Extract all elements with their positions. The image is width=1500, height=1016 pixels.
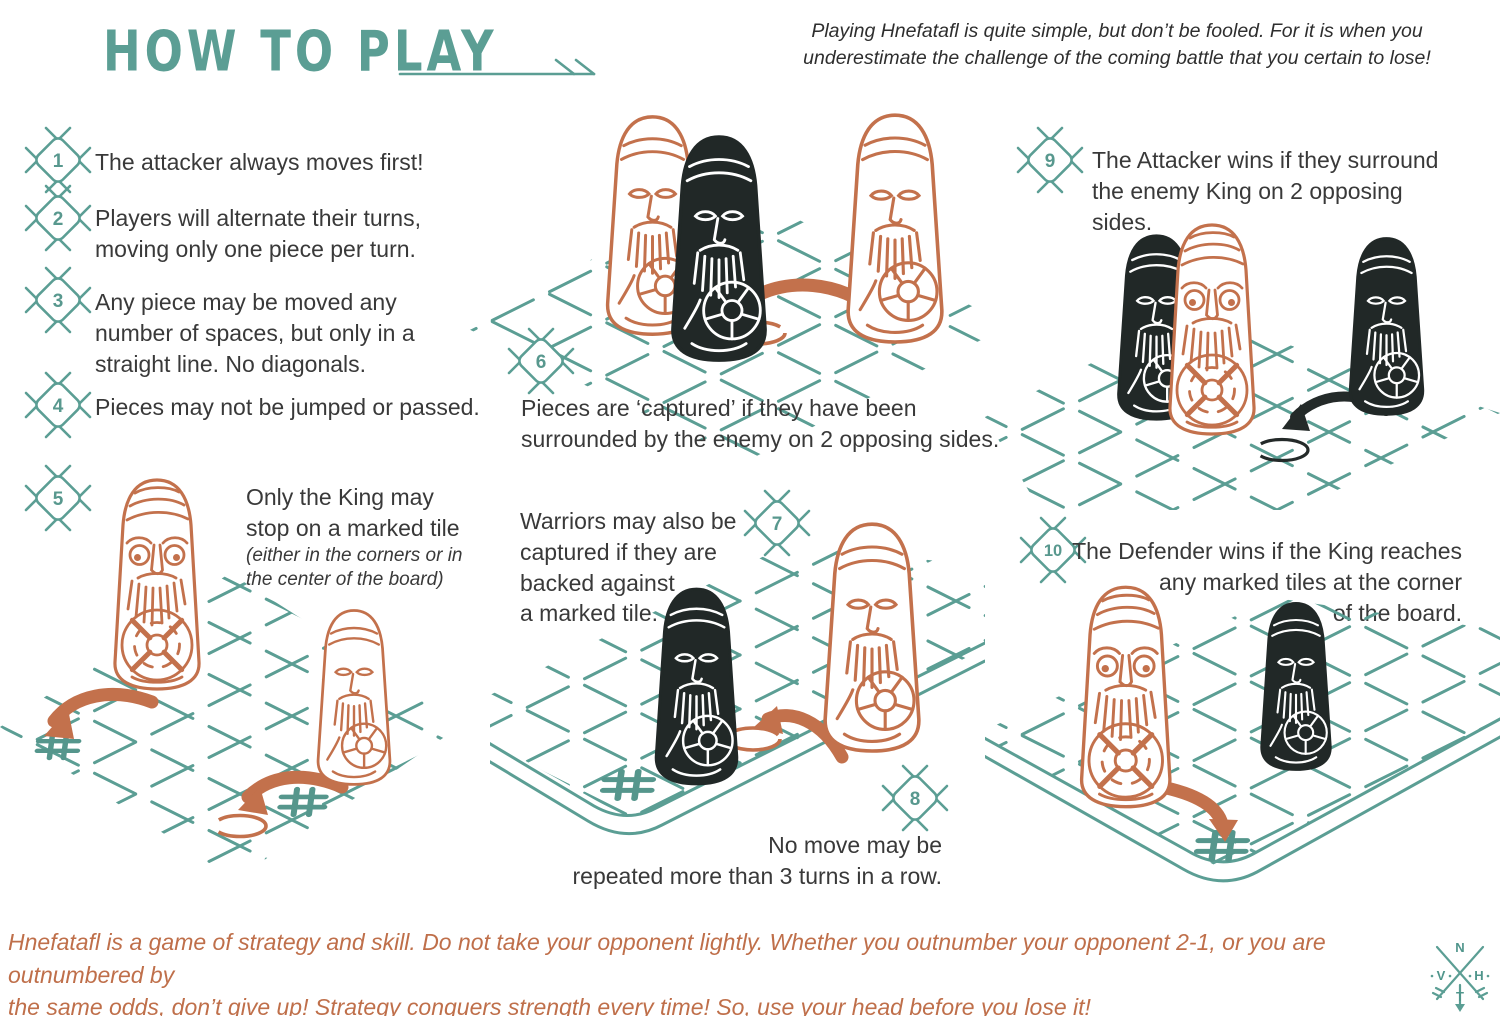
rule-text-8: No move may be repeated more than 3 turn… [572,832,943,889]
rule-text-5: Only the King may stop on a marked tile [246,484,460,541]
rule-text-10: The Defender wins if the King reaches an… [1072,538,1462,626]
king-piece-icon [115,480,199,689]
illustration-rule-5 [0,455,465,880]
landing-spot [212,813,268,839]
move-arrow-icon [754,706,849,764]
rule-note-5: (either in the corners or in the center … [246,545,463,591]
title-underline-arrow-icon [398,58,596,76]
svg-text:9: 9 [1045,151,1056,172]
board-edge [490,641,985,818]
intro-text: Playing Hnefatafl is quite simple, but d… [803,20,1431,69]
warrior-piece-icon [1348,237,1425,416]
rule-badge-3: 3 [24,266,92,334]
board-edge [985,717,1500,864]
rule-text-3: Any piece may be moved any number of spa… [95,289,415,377]
svg-text:7: 7 [772,514,783,535]
marked-tile-icon [279,789,326,815]
rule-text-6: Pieces are ‘captured’ if they have been … [521,395,1000,452]
warrior-piece-icon [1260,601,1332,771]
svg-text:4: 4 [53,396,64,417]
rule-badge-9: 9 [1016,126,1084,194]
logo-letter-n: N [1455,940,1464,955]
warrior-piece-icon [823,522,921,753]
warrior-piece-icon [671,135,767,362]
logo-letter-h: H [1474,968,1483,983]
rule-text-4: Pieces may not be jumped or passed. [95,394,480,420]
svg-text:1: 1 [53,151,64,172]
rule-text-1: The attacker always moves first! [95,149,424,175]
rule-badge-10: 10 [1019,516,1087,584]
svg-text:2: 2 [53,209,64,230]
rule-badge-6: 6 [507,327,575,395]
rule-badge-8: 8 [881,764,949,832]
svg-text:5: 5 [53,489,64,510]
move-arrow-icon [44,688,159,739]
king-piece-icon [1082,587,1170,806]
logo-letter-t: T [1456,989,1464,1004]
rule-badge-2: 2 [24,184,92,252]
rule-badge-1: 1 [24,126,92,194]
warrior-piece-icon [654,587,739,786]
warrior-piece-icon [316,609,392,786]
rule-text-9: The Attacker wins if they surround the e… [1092,147,1439,235]
svg-text:10: 10 [1044,542,1062,560]
logo-letter-v: V [1437,968,1446,983]
landing-spot [724,726,782,752]
rule-text-2: Players will alternate their turns, movi… [95,205,421,262]
landing-spot [1254,437,1310,463]
brand-logo: N V H T [1430,940,1490,1012]
illustration-rule-9 [985,205,1500,510]
illustration-rule-7 [490,522,985,835]
svg-text:3: 3 [53,291,64,312]
illustration-rule-6 [460,113,1010,462]
rule-badge-5: 5 [24,464,92,532]
svg-text:8: 8 [910,789,921,810]
illustration-rule-10 [985,570,1500,883]
svg-text:6: 6 [536,352,547,373]
rule-badge-7: 7 [743,489,811,557]
rule-badge-4: 4 [24,371,92,439]
board-grid [985,598,1500,868]
rule-text-7: Warriors may also be captured if they ar… [520,508,737,627]
warrior-piece-icon [846,113,944,344]
board-edge [985,735,1500,883]
footer-note: Hnefatafl is a game of strategy and skil… [8,929,1326,1016]
board-edge [490,659,985,835]
king-piece-icon [1170,225,1254,434]
move-arrow-icon [238,770,349,815]
